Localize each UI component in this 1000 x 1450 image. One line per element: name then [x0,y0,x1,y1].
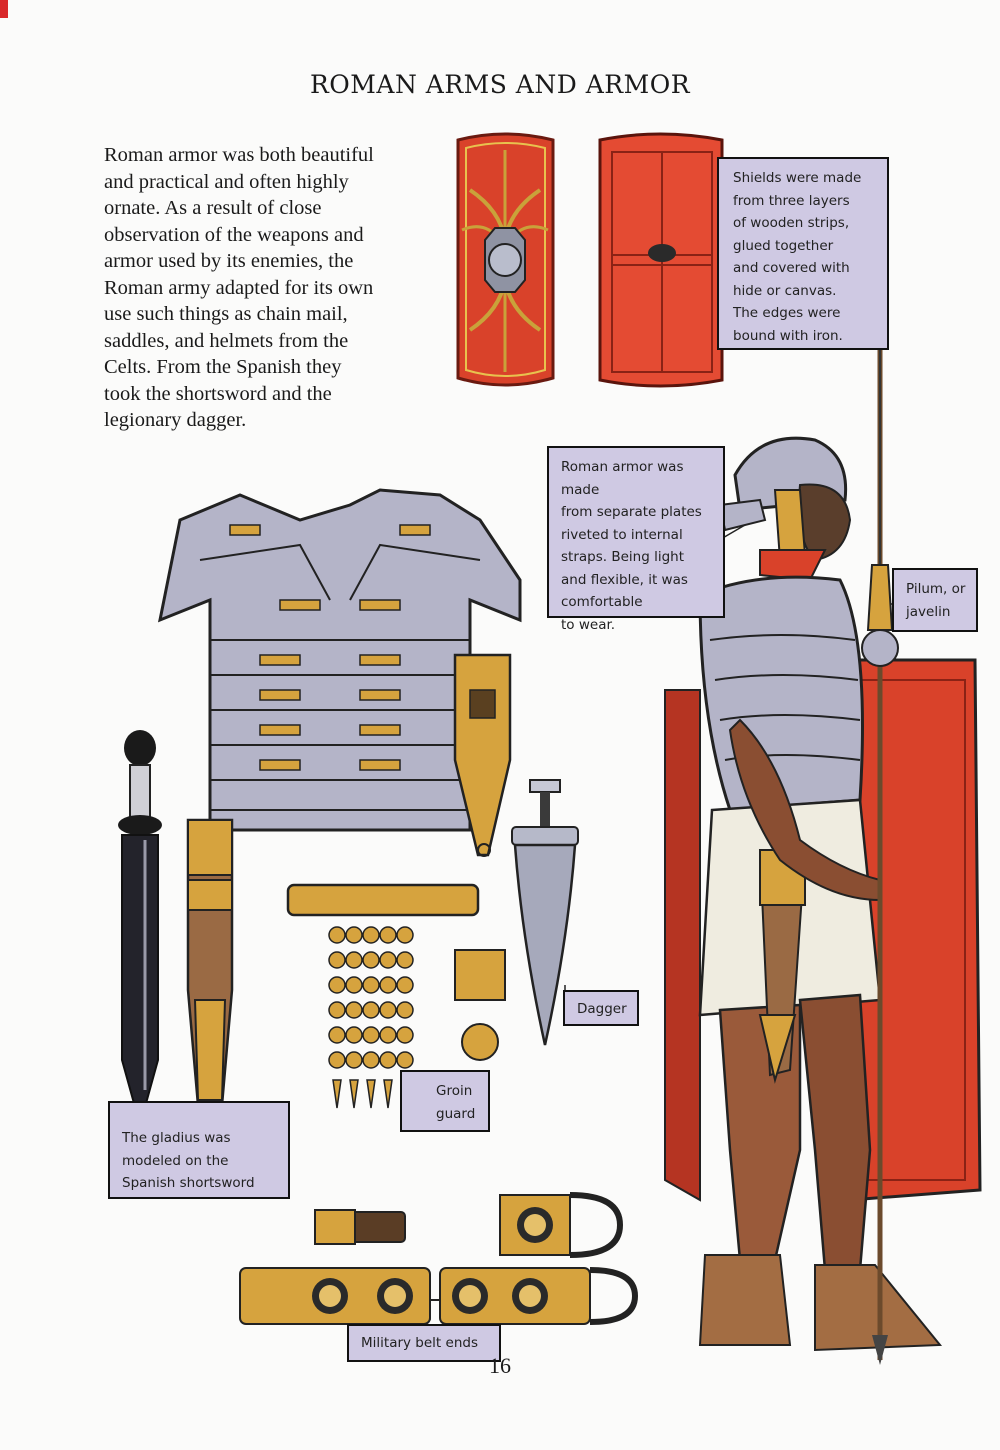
caption-line: Pilum, or [906,581,966,597]
intro-line: ornate. As a result of close [104,197,322,219]
intro-line: Roman armor was both beautiful [104,144,374,166]
intro-line: armor used by its enemies, the [104,250,354,272]
caption-line: to wear. [561,616,616,633]
caption-line: Shields were made [733,170,862,186]
dagger-caption: Dagger [563,990,639,1026]
caption-line: from three layers [733,192,850,209]
caption-line: modeled on the [122,1152,229,1169]
lorica-segmentata-illustration [157,488,522,832]
intro-paragraph: Roman armor was both beautiful and pract… [104,142,424,434]
caption-line: guard [436,1105,476,1122]
caption-line: and covered with [733,260,850,276]
gladius-caption: The gladius was modeled on the Spanish s… [108,1101,290,1199]
intro-line: use such things as chain mail, [104,303,348,325]
groin-guard-caption: Groin guard [400,1070,490,1132]
intro-line: observation of the weapons and [104,223,364,246]
intro-line: and practical and often highly [104,170,349,193]
page-title: ROMAN ARMS AND ARMOR [309,70,691,99]
caption-line: hide or canvas. [733,282,837,299]
decorated-shield-illustration [456,132,555,387]
gladius-illustration [118,730,162,1129]
caption-line: from separate plates [561,504,702,520]
caption-line: straps. Being light [561,549,684,565]
caption-line: Dagger [577,1001,627,1017]
intro-line: took the shortsword and the [104,382,332,405]
caption-line: and flexible, it was [561,571,688,588]
belt-ends-illustration [239,1192,639,1325]
caption-line: Spanish shortsword [122,1175,255,1191]
belt-ends-caption: Military belt ends [347,1324,501,1362]
plain-shield-illustration [598,132,724,388]
gladius-sheath-illustration [186,818,234,1107]
caption-line: of wooden strips, [733,215,850,231]
page-number: 16 [489,1353,511,1378]
caption-line: riveted to internal [561,526,683,543]
armor-caption: Roman armor was made from separate plate… [547,446,725,633]
page-corner-mark [0,0,8,18]
caption-line: Roman armor was made [561,459,684,498]
caption-line: comfortable [561,594,643,610]
legionary-illustration [664,195,982,1365]
caption-line: Military belt ends [361,1335,478,1351]
caption-line: bound with iron. [733,327,843,344]
dagger-sheath-illustration [453,653,512,857]
caption-line: The edges were [733,305,841,321]
intro-line: Roman army adapted for its own [104,276,374,299]
intro-line: saddles, and helmets from the [104,329,349,352]
caption-line: glued together [733,237,834,254]
intro-line: Celts. From the Spanish they [104,356,342,378]
shields-caption: Shields were made from three layers of w… [717,157,889,350]
pilum-caption: Pilum, or javelin [892,568,978,632]
caption-line: Groin [436,1083,473,1099]
caption-line: javelin [906,603,951,620]
groin-guard-illustration [286,883,506,1109]
dagger-illustration [511,779,579,1046]
caption-line: The gladius was [122,1130,231,1146]
intro-line: legionary dagger. [104,409,247,431]
